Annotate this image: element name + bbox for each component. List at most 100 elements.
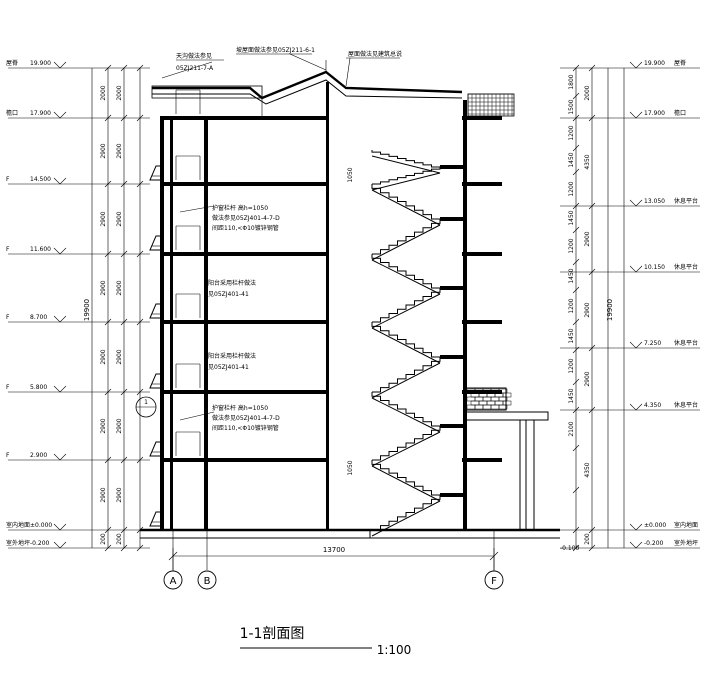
right-outer-dim-value: 2900 (584, 231, 591, 246)
drawing-title-block: 1-1剖面图 1:100 (240, 626, 412, 657)
left-level-value: ±0.000 (30, 522, 52, 529)
right-inner-dim-value: 1200 (568, 125, 575, 140)
left-level-marks: 19.900屋脊17.900檐口14.500F11.600F8.700F5.80… (6, 59, 150, 549)
left-dim-value: 2900 (116, 211, 123, 226)
right-inner-dim-value: 1450 (568, 328, 575, 343)
right-inner-dim-value: 1200 (568, 238, 575, 253)
left-level-value: 17.900 (30, 110, 51, 117)
window-railing (149, 235, 164, 251)
floor-slab (160, 320, 328, 324)
left-level-label: F (6, 314, 10, 321)
axis-markers: A B F (163, 530, 504, 590)
balcony-note-2b: 见05ZJ401-41 (208, 364, 249, 371)
floor-slab (160, 458, 328, 462)
railing-note-b-3: 间距110,<Φ10镀锌钢管 (212, 424, 279, 432)
right-inner-dim-value: 1450 (568, 152, 575, 167)
left-level-label: 屋脊 (6, 59, 18, 67)
right-level-label: 休息平台 (674, 401, 698, 409)
right-outer-dim-value: 4350 (584, 154, 591, 169)
right-level-label: 休息平台 (674, 197, 698, 205)
right-overall-dim: 19900 (606, 299, 614, 321)
left-level-mark: 14.500 F (6, 176, 150, 185)
right-inner-dim-value: 1200 (568, 298, 575, 313)
drawing-title: 1-1剖面图 (240, 626, 305, 642)
floor-slab (160, 182, 328, 186)
right-outer-dim-value: 200 (584, 533, 591, 545)
right-level-label: 休息平台 (674, 263, 698, 271)
right-level-value: -0.200 (644, 540, 664, 547)
floor-slab (462, 320, 502, 324)
railing-note-a-1: 护窗栏杆 高h=1050 (212, 204, 268, 212)
total-width-dim: 13700 (323, 546, 345, 554)
balcony-note-1b: 见05ZJ401-41 (208, 291, 249, 298)
floor-slab (462, 390, 502, 394)
axis-label-f: F (491, 576, 497, 587)
left-level-label: F (6, 176, 10, 183)
left-level-value: 2.900 (30, 452, 47, 459)
right-level-mark: 19.900 屋脊 (560, 59, 700, 69)
roof-note-1: 坡屋面做法参见05ZJ211-6-1 (236, 46, 315, 54)
gutter-note: 天沟做法参见 (176, 52, 212, 60)
floor-slab (462, 458, 502, 462)
left-level-label: F (6, 246, 10, 253)
right-level-value: 13.050 (644, 198, 665, 205)
left-level-value: 14.500 (30, 176, 51, 183)
floor-slab (462, 252, 502, 256)
left-dim-value: 2900 (100, 418, 107, 433)
left-overall-dim: 19900 (83, 299, 91, 321)
left-level-mark: 19.900 屋脊 (6, 59, 150, 69)
right-outer-dim-value: 2000 (584, 85, 591, 100)
left-dim-value: 2000 (116, 85, 123, 100)
right-level-mark: 7.250 休息平台 (560, 339, 700, 349)
left-level-value: 8.700 (30, 314, 47, 321)
left-dim-value: 2900 (100, 349, 107, 364)
left-level-label: 檐口 (6, 109, 18, 117)
stair-flight (371, 254, 464, 329)
balcony-note-1: 阳台采用栏杆做法 (208, 279, 256, 287)
ground-note: -0.100 (560, 545, 580, 552)
window-railing (149, 441, 164, 457)
right-level-value: 19.900 (644, 60, 665, 67)
railing-note-a-3: 间距110,<Φ10镀锌钢管 (212, 224, 279, 232)
right-inner-dim-value: 1800 (568, 74, 575, 89)
right-level-value: 4.350 (644, 402, 661, 409)
left-dim-value: 2900 (116, 143, 123, 158)
left-level-mark: 17.900 檐口 (6, 109, 150, 119)
window-railing (149, 373, 164, 389)
left-dim-value: 200 (116, 533, 123, 545)
railing-note-b-2: 做法参见05ZJ401-4-7-D (212, 414, 280, 422)
floor-slab (462, 182, 502, 186)
annotations: 天沟做法参见 05ZJ211-7-A 坡屋面做法参见05ZJ211-6-1 屋面… (135, 46, 580, 552)
left-level-value: -0.200 (30, 540, 50, 547)
window-railing (149, 511, 164, 527)
left-level-label: F (6, 452, 10, 459)
left-level-value: 11.600 (30, 246, 51, 253)
right-level-label: 屋脊 (674, 59, 686, 67)
right-outer-dim-value: 4350 (584, 462, 591, 477)
left-dim-value: 2900 (100, 280, 107, 295)
balcony-note-2: 阳台采用栏杆做法 (208, 352, 256, 360)
left-level-mark: 11.600 F (6, 246, 150, 255)
right-inner-dim-value: 1450 (568, 268, 575, 283)
gutter-ref: 05ZJ211-7-A (176, 65, 214, 72)
right-level-value: 7.250 (644, 340, 661, 347)
right-level-value: ±0.000 (644, 522, 666, 529)
right-level-label: 休息平台 (674, 339, 698, 347)
left-level-value: 19.900 (30, 60, 51, 67)
stair-height-2: 1050 (347, 460, 354, 475)
left-dim-value: 2900 (116, 487, 123, 502)
left-dim-value: 200 (100, 533, 107, 545)
right-dimension-chains: 1800150012001450120014501200145012001450… (568, 64, 625, 552)
left-dim-value: 2900 (100, 143, 107, 158)
stair-flight (371, 460, 464, 537)
right-inner-dim-value: 1500 (568, 99, 575, 114)
left-dim-value: 2900 (116, 418, 123, 433)
